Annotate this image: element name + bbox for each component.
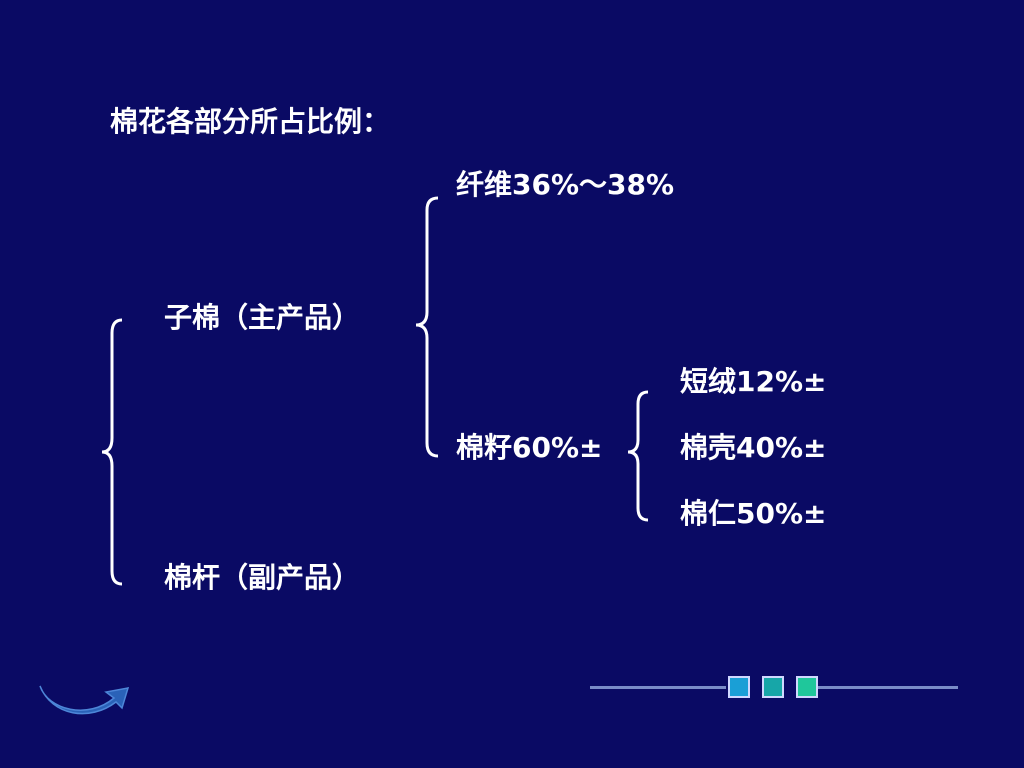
main-product-curly-brace bbox=[415, 196, 439, 458]
main-product-label: 子棉（主产品） bbox=[164, 301, 361, 334]
curved-arrow-back-icon[interactable] bbox=[36, 680, 132, 720]
left-curly-brace bbox=[101, 318, 123, 586]
nav-square-1[interactable] bbox=[728, 676, 750, 698]
linter-label: 短绒12%± bbox=[680, 365, 827, 398]
by-product-label: 棉杆（副产品） bbox=[164, 561, 361, 594]
slide-title: 棉花各部分所占比例： bbox=[110, 105, 391, 138]
fiber-label: 纤维36%～38% bbox=[456, 168, 675, 201]
nav-square-3[interactable] bbox=[796, 676, 818, 698]
nav-line-left bbox=[590, 686, 726, 689]
nav-line-right bbox=[818, 686, 958, 689]
seed-curly-brace bbox=[627, 390, 649, 522]
nav-square-2[interactable] bbox=[762, 676, 784, 698]
kernel-label: 棉仁50%± bbox=[680, 497, 827, 530]
hull-label: 棉壳40%± bbox=[680, 431, 827, 464]
seed-label: 棉籽60%± bbox=[456, 431, 603, 464]
